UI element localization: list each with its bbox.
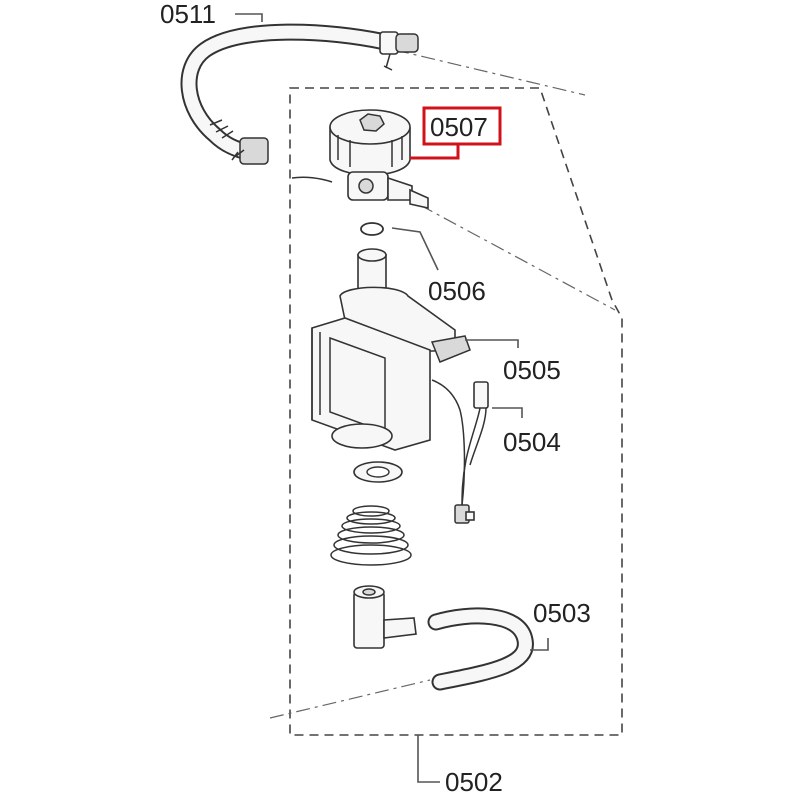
- hose-clamp-top-icon: [379, 31, 419, 71]
- pump-cap-icon: [291, 109, 429, 209]
- spring-icon: [330, 505, 412, 566]
- label-0506: 0506: [428, 276, 486, 306]
- gasket-ring-icon: [353, 461, 403, 483]
- label-0507: 0507: [430, 112, 488, 142]
- hose-clamp-bottom-icon: [231, 137, 269, 165]
- hose-0503-icon: [427, 607, 534, 691]
- label-0505: 0505: [503, 355, 561, 385]
- alignment-lines: [269, 49, 616, 719]
- label-0502: 0502: [445, 767, 503, 797]
- hose-0511-icon: [180, 23, 394, 161]
- vibration-pump-icon: [311, 248, 471, 451]
- label-0504: 0504: [503, 427, 561, 457]
- o-ring-icon: [360, 222, 384, 236]
- elbow-fitting-icon: [353, 585, 417, 649]
- leader-lines: [235, 13, 549, 783]
- wire-connector-icon: [431, 379, 489, 524]
- label-0511: 0511: [160, 0, 216, 29]
- label-0503: 0503: [533, 598, 591, 628]
- highlight-0507: [410, 106, 502, 160]
